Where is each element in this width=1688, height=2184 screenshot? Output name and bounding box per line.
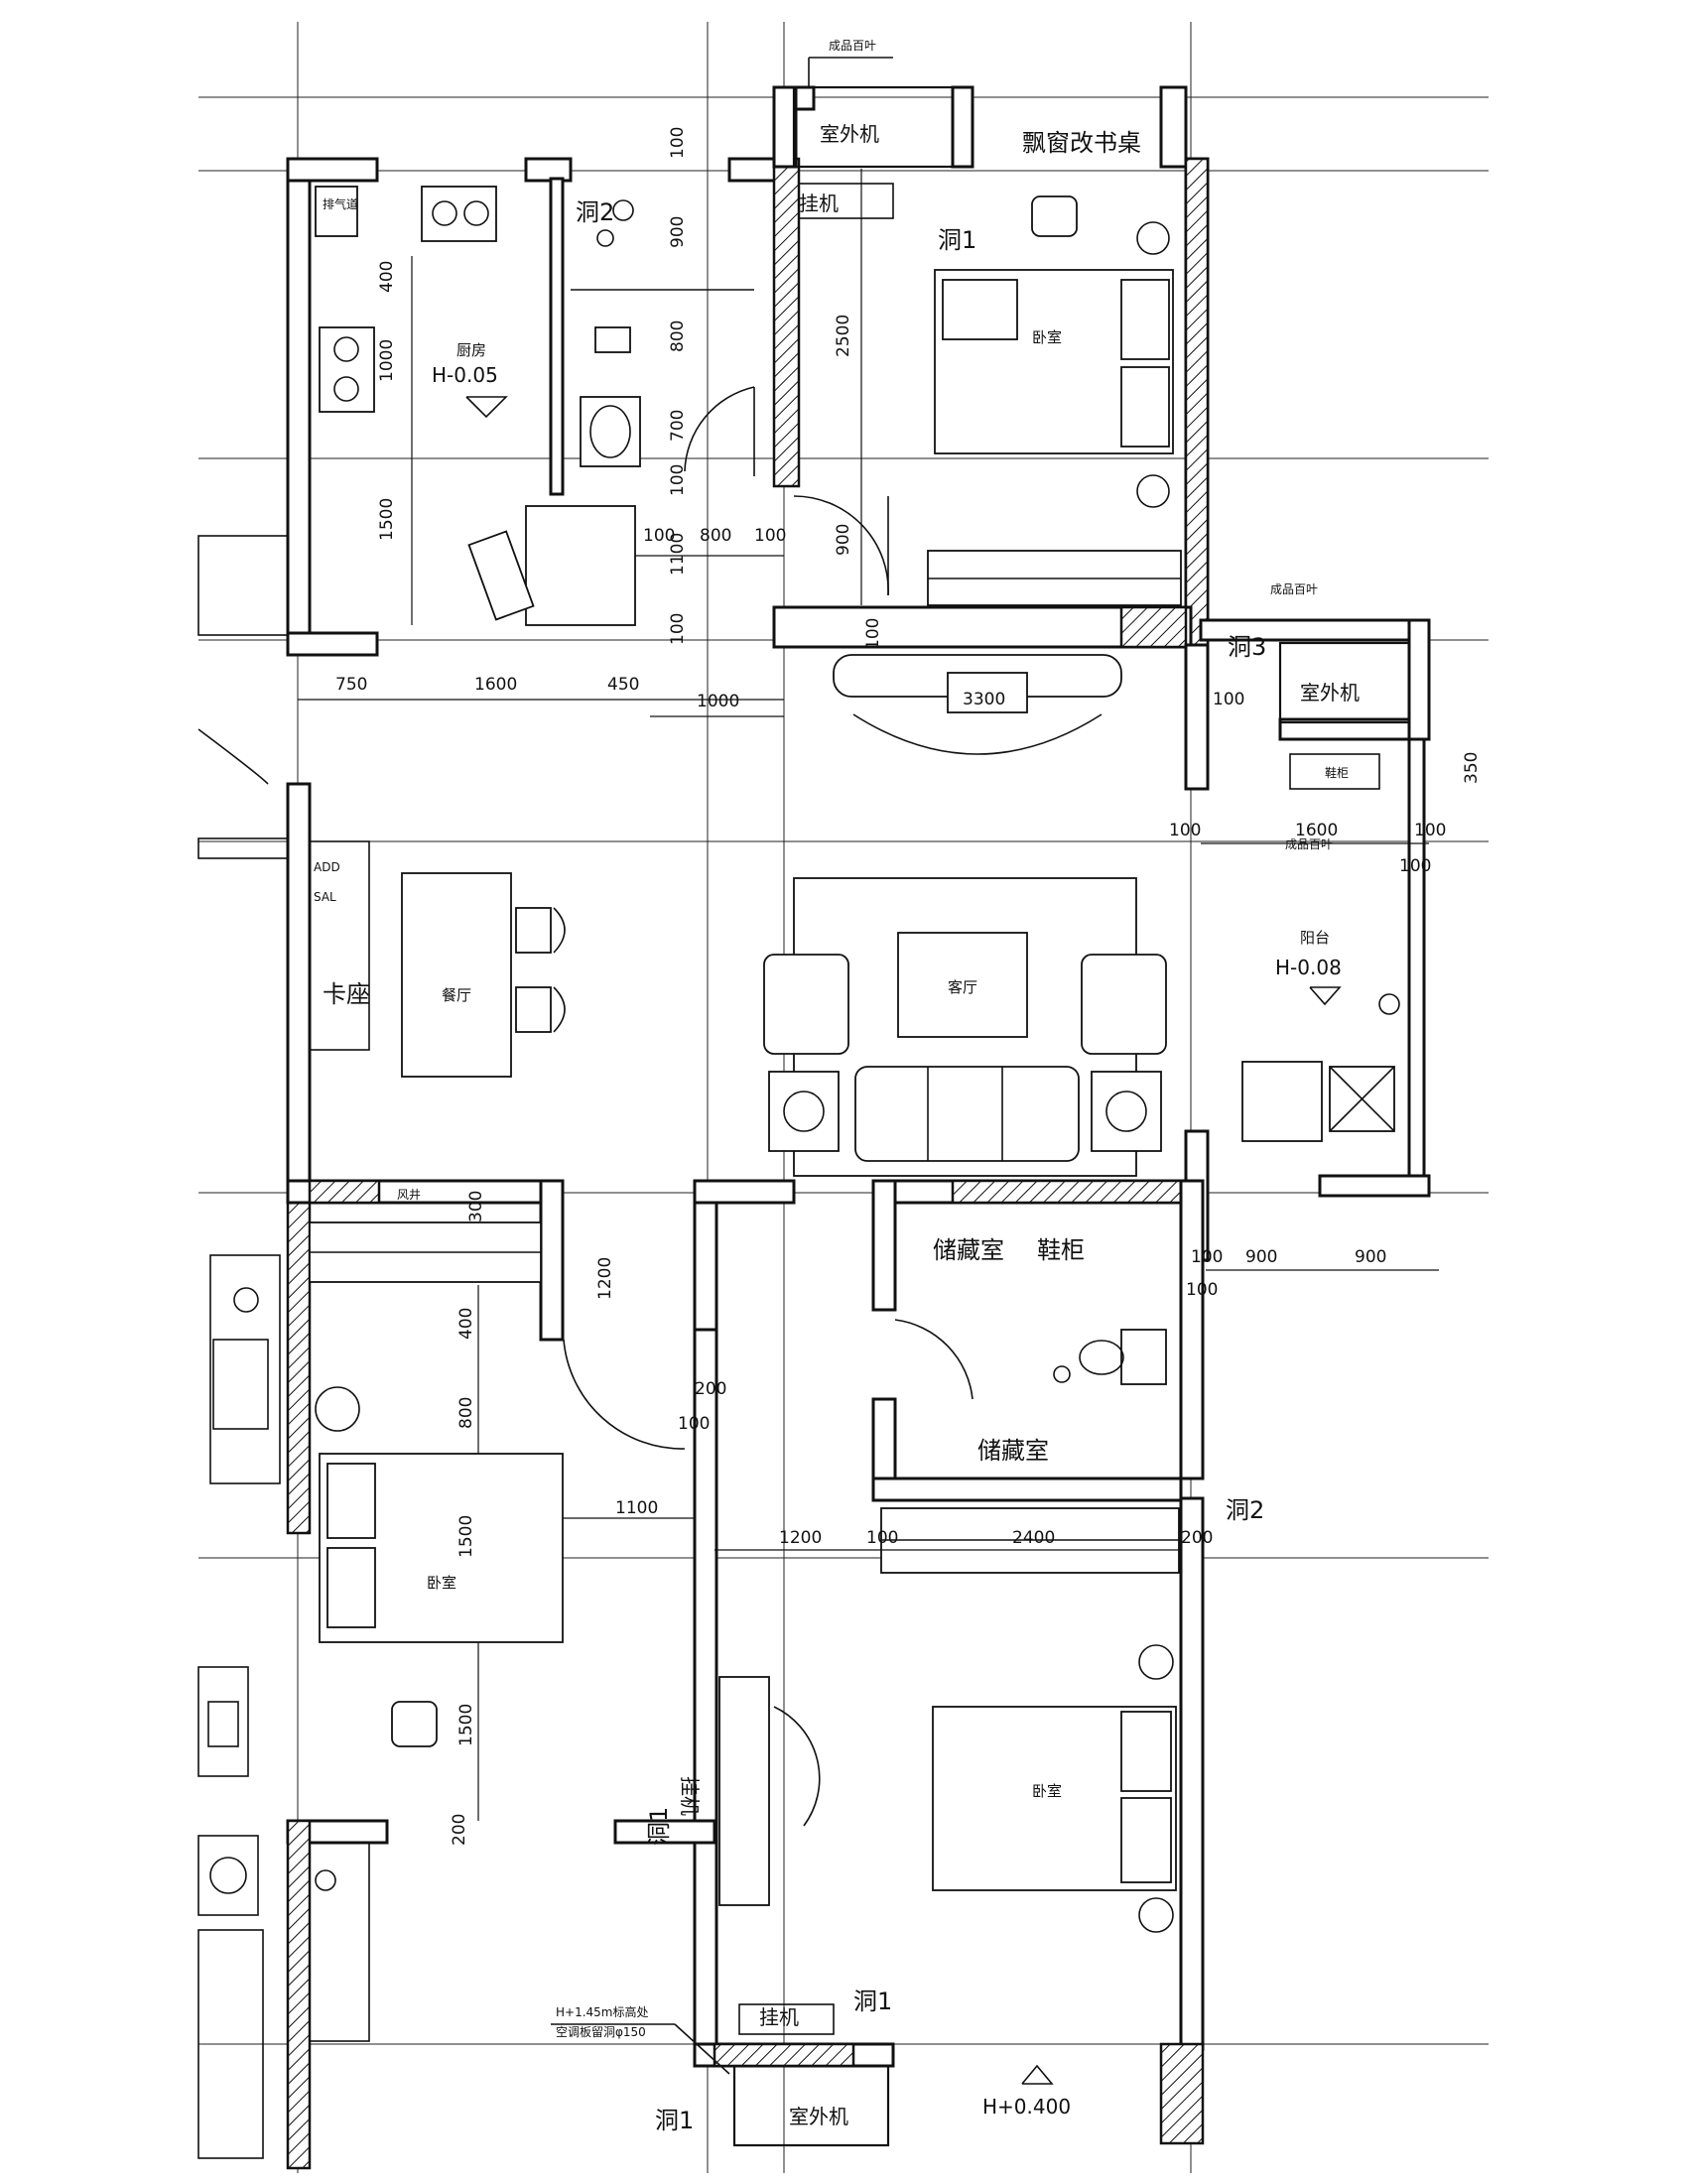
- dim-100j: 100: [1399, 856, 1431, 876]
- dim-450: 450: [607, 675, 639, 695]
- dim-1000: 1000: [377, 339, 397, 382]
- dim-800c: 800: [456, 1397, 476, 1429]
- outdoor-unit-top: 室外机 成品百叶: [792, 39, 955, 169]
- storage-label: 储藏室: [977, 1437, 1049, 1465]
- bedroom-1-label: 卧室: [1032, 328, 1062, 346]
- pipe-label: 风井: [397, 1188, 421, 1202]
- dim-2500: 2500: [834, 315, 853, 357]
- storage-area: 储藏室 鞋柜 储藏室 洞2 100 100 900 900: [894, 1236, 1439, 1524]
- dim-100d: 100: [754, 526, 786, 546]
- dim-800b: 800: [700, 526, 731, 546]
- louver-label-right: 成品百叶: [1270, 582, 1318, 596]
- storage-shoe-label: 储藏室: [933, 1236, 1004, 1264]
- hole2-label-right: 洞2: [1226, 1496, 1264, 1524]
- dim-1000b: 1000: [697, 692, 739, 711]
- hole1-label-4: 洞1: [655, 2107, 694, 2134]
- bay-level: H+0.400: [982, 2095, 1071, 2119]
- dining-label: 餐厅: [442, 986, 471, 1004]
- dim-400b: 400: [456, 1308, 476, 1340]
- dim-1100b: 1100: [615, 1498, 658, 1518]
- dim-100b: 100: [668, 464, 688, 496]
- hole2-label-top: 洞2: [576, 198, 614, 226]
- outdoor-unit-label-top: 室外机: [820, 122, 879, 146]
- dim-900a: 900: [668, 216, 688, 248]
- dim-900c: 900: [1245, 1247, 1277, 1267]
- window-desk-label: 飘窗改书桌: [1022, 129, 1141, 157]
- walls: [286, 85, 1431, 2170]
- outdoor-unit-label-right: 室外机: [1300, 681, 1360, 705]
- dim-700: 700: [668, 410, 688, 442]
- ac-note-2: 空调板留洞φ150: [556, 2025, 646, 2039]
- dim-1200: 1200: [595, 1257, 615, 1300]
- booth-label: 卡座: [323, 980, 370, 1008]
- dim-100m: 100: [1191, 1247, 1223, 1267]
- dim-100n: 100: [1186, 1280, 1218, 1300]
- add-label: ADD: [314, 860, 340, 874]
- outdoor-unit-label-bottom: 室外机: [789, 2105, 848, 2128]
- dim-100l: 100: [866, 1528, 898, 1548]
- dim-100e: 100: [668, 613, 688, 645]
- wall-unit-label-2: 挂机: [759, 2005, 799, 2029]
- dim-400: 400: [377, 261, 397, 293]
- dim-800a: 800: [668, 321, 688, 352]
- balcony-level: H-0.08: [1275, 956, 1342, 979]
- bedroom-2-label: 卧室: [1032, 1782, 1062, 1800]
- dim-900d: 900: [1355, 1247, 1386, 1267]
- dim-100c: 100: [643, 526, 675, 546]
- dim-1100: 1100: [668, 533, 688, 576]
- dim-1600: 1600: [474, 675, 517, 695]
- dim-100g: 100: [1213, 690, 1244, 709]
- living-label: 客厅: [948, 978, 977, 996]
- dim-750: 750: [335, 675, 367, 695]
- dim-1500b: 1500: [456, 1515, 476, 1558]
- dim-100h: 100: [1169, 821, 1201, 840]
- dim-100f: 100: [863, 618, 883, 650]
- tv-cabinet: 3300: [833, 654, 1122, 755]
- dim-200: 200: [695, 1379, 726, 1399]
- dim-1200b: 1200: [779, 1528, 822, 1548]
- neighbor-stubs: [197, 535, 289, 2159]
- dim-100i: 100: [1414, 821, 1446, 840]
- dim-900b: 900: [834, 524, 853, 556]
- wall-unit-label-1: 挂机: [799, 192, 839, 215]
- dim-100a: 100: [668, 127, 688, 159]
- dim-300: 300: [466, 1191, 486, 1222]
- kitchen: 排气道 厨房 H-0.05 400 1000 1500: [315, 186, 636, 626]
- shoe-label: 鞋柜: [1325, 765, 1349, 780]
- dim-350: 350: [1462, 752, 1482, 784]
- louver-label-top: 成品百叶: [829, 39, 876, 53]
- dim-1500: 1500: [377, 498, 397, 541]
- bedroom-1: 挂机 洞1 卧室 2500 900 100: [793, 169, 1182, 650]
- dim-1600b: 1600: [1295, 821, 1338, 840]
- hole1-label-1: 洞1: [938, 226, 976, 254]
- bedroom-3: 风井 300 1200 400 800 卧室 1500 1500 1100 20…: [309, 1188, 726, 2042]
- dim-200b: 200: [1181, 1528, 1213, 1548]
- louver-label-side: 成品百叶: [1285, 837, 1333, 851]
- bedroom-3-label: 卧室: [427, 1574, 456, 1592]
- balcony: 洞3 成品百叶 室外机 100 350 鞋柜 100 1600 100 100 …: [1169, 582, 1482, 1142]
- ac-note-1: H+1.45m标高处: [556, 2004, 649, 2019]
- dim-3300: 3300: [963, 690, 1005, 709]
- wall-unit-label-3: 挂机: [678, 1776, 702, 1816]
- bathroom-top: 洞2 100 900 800 700 100 100 800 100 1100 …: [571, 127, 786, 645]
- dim-2400: 2400: [1012, 1528, 1055, 1548]
- living-dining: ADD SAL 卡座 餐厅 客厅: [197, 728, 1167, 1177]
- hole1-label-3: 洞1: [645, 1807, 673, 1846]
- sal-label: SAL: [314, 890, 336, 904]
- kitchen-level: H-0.05: [432, 363, 498, 387]
- kitchen-label: 厨房: [456, 341, 486, 359]
- shoe-cabinet-label: 鞋柜: [1037, 1236, 1085, 1264]
- balcony-label: 阳台: [1300, 929, 1330, 947]
- dimension-row: 750 1600 450 1000: [298, 675, 784, 717]
- bedroom-2: 1200 100 2400 200 卧室 洞1 挂机 室外机 洞1 H+0.40…: [551, 1507, 1213, 2147]
- exhaust-label: 排气道: [323, 196, 358, 211]
- hole1-label-2: 洞1: [853, 1988, 892, 2015]
- dim-100k: 100: [678, 1414, 710, 1434]
- dim-200c: 200: [450, 1814, 469, 1846]
- dim-1500c: 1500: [456, 1704, 476, 1746]
- hole3-label: 洞3: [1228, 633, 1266, 661]
